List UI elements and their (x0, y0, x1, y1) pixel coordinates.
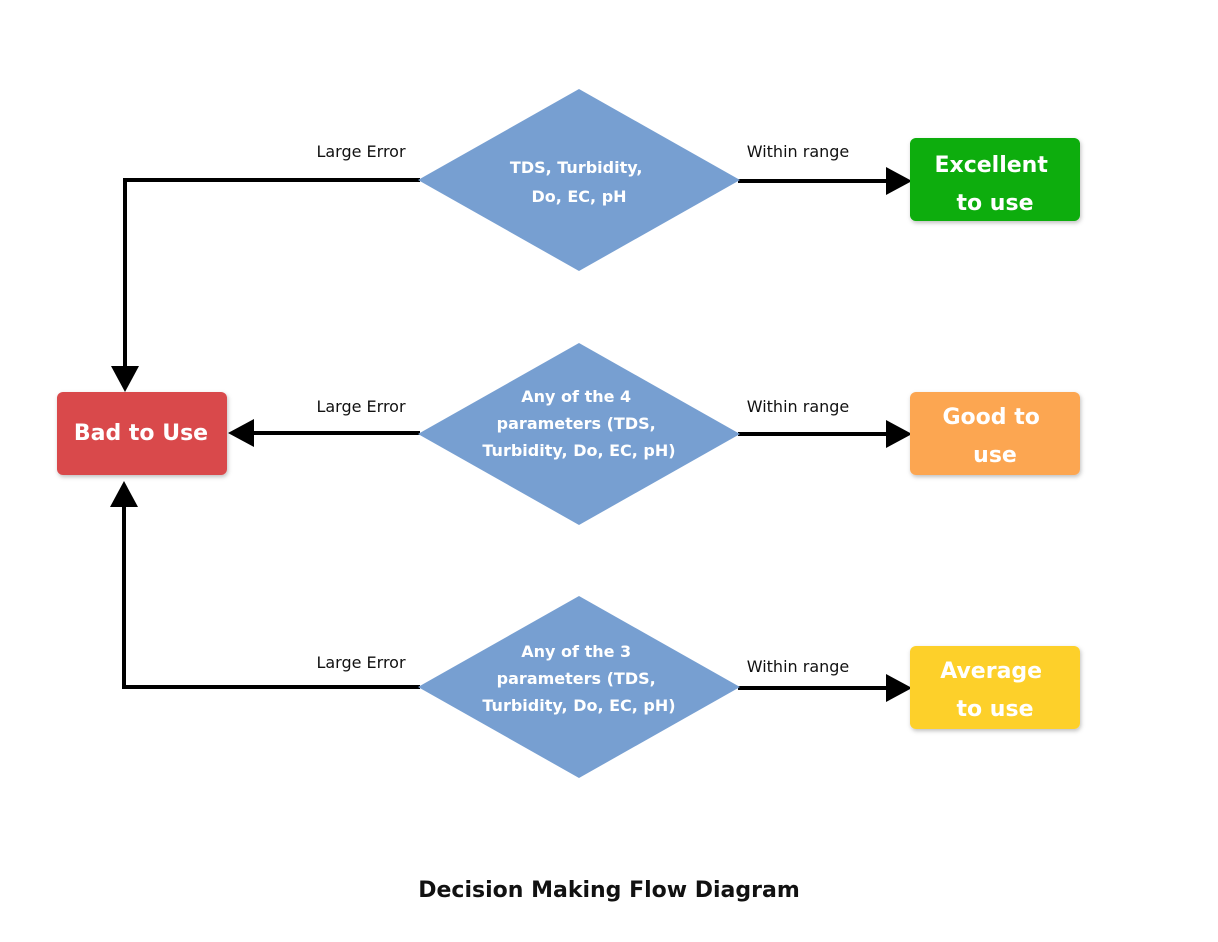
edge-label-large-error: Large Error (316, 653, 406, 672)
diamond-line: Turbidity, Do, EC, pH) (482, 696, 675, 715)
connector-top-large-error (123, 178, 420, 368)
edge-label-within-range: Within range (747, 657, 850, 676)
edge-label-large-error: Large Error (316, 397, 406, 416)
diamond-shape (418, 596, 740, 778)
outcome-text: Excellent to use (934, 153, 1055, 216)
diamond-line: parameters (TDS, (497, 669, 656, 688)
diamond-text: TDS, Turbidity, Do, EC, pH (510, 158, 648, 206)
diamond-line: TDS, Turbidity, (510, 158, 643, 177)
outcome-excellent: Excellent to use (910, 138, 1080, 221)
diagram-title: Decision Making Flow Diagram (418, 878, 800, 903)
diamond-line: Any of the 3 (521, 642, 631, 661)
outcome-bad-to-use: Bad to Use (57, 392, 227, 475)
outcome-text: Good to use (943, 405, 1048, 468)
outcome-line: use (973, 443, 1017, 468)
edge-label-within-range: Within range (747, 142, 850, 161)
outcome-text: Average to use (940, 659, 1050, 722)
outcome-average: Average to use (910, 646, 1080, 729)
arrowhead-up (110, 481, 138, 507)
outcome-line: Average (940, 659, 1042, 684)
edge-label-within-range: Within range (747, 397, 850, 416)
connector-bottom-large-error (122, 505, 420, 689)
edge-label-large-error: Large Error (316, 142, 406, 161)
diamond-shape (418, 343, 740, 525)
outcome-box (910, 646, 1080, 729)
diamond-line: Do, EC, pH (531, 187, 626, 206)
diamond-line: Any of the 4 (521, 387, 631, 406)
diamond-line: parameters (TDS, (497, 414, 656, 433)
diamond-text: Any of the 3 parameters (TDS, Turbidity,… (482, 642, 675, 715)
outcome-text: Bad to Use (74, 421, 208, 446)
decision-diamond-3: Any of the 3 parameters (TDS, Turbidity,… (418, 596, 740, 778)
decision-diamond-1: TDS, Turbidity, Do, EC, pH (418, 89, 740, 271)
outcome-box (910, 138, 1080, 221)
arrowhead-down (111, 366, 139, 392)
arrowhead-right (886, 167, 912, 195)
outcome-line: to use (957, 191, 1034, 216)
outcome-box (57, 392, 227, 475)
outcome-good: Good to use (910, 392, 1080, 475)
arrowhead-right (886, 674, 912, 702)
arrowhead-left (228, 419, 254, 447)
outcome-line: Excellent (934, 153, 1048, 178)
diamond-text: Any of the 4 parameters (TDS, Turbidity,… (482, 387, 675, 460)
diamond-line: Turbidity, Do, EC, pH) (482, 441, 675, 460)
arrowhead-right (886, 420, 912, 448)
decision-diamond-2: Any of the 4 parameters (TDS, Turbidity,… (418, 343, 740, 525)
outcome-box (910, 392, 1080, 475)
diamond-shape (418, 89, 740, 271)
outcome-line: Good to (943, 405, 1040, 430)
outcome-line: to use (957, 697, 1034, 722)
